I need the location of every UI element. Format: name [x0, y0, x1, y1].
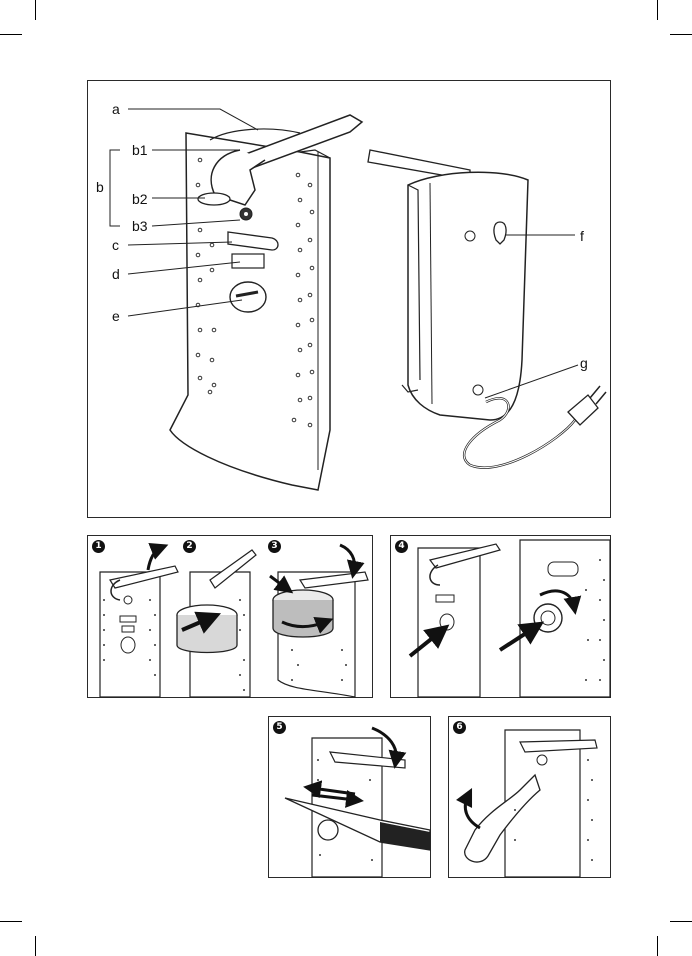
step-6-illustration — [465, 730, 597, 877]
step-3-illustration — [270, 545, 368, 697]
step-2-illustration — [177, 550, 256, 697]
step-5-illustration — [285, 728, 430, 877]
step-1-illustration — [100, 548, 178, 697]
step-4-illustration — [410, 540, 610, 697]
